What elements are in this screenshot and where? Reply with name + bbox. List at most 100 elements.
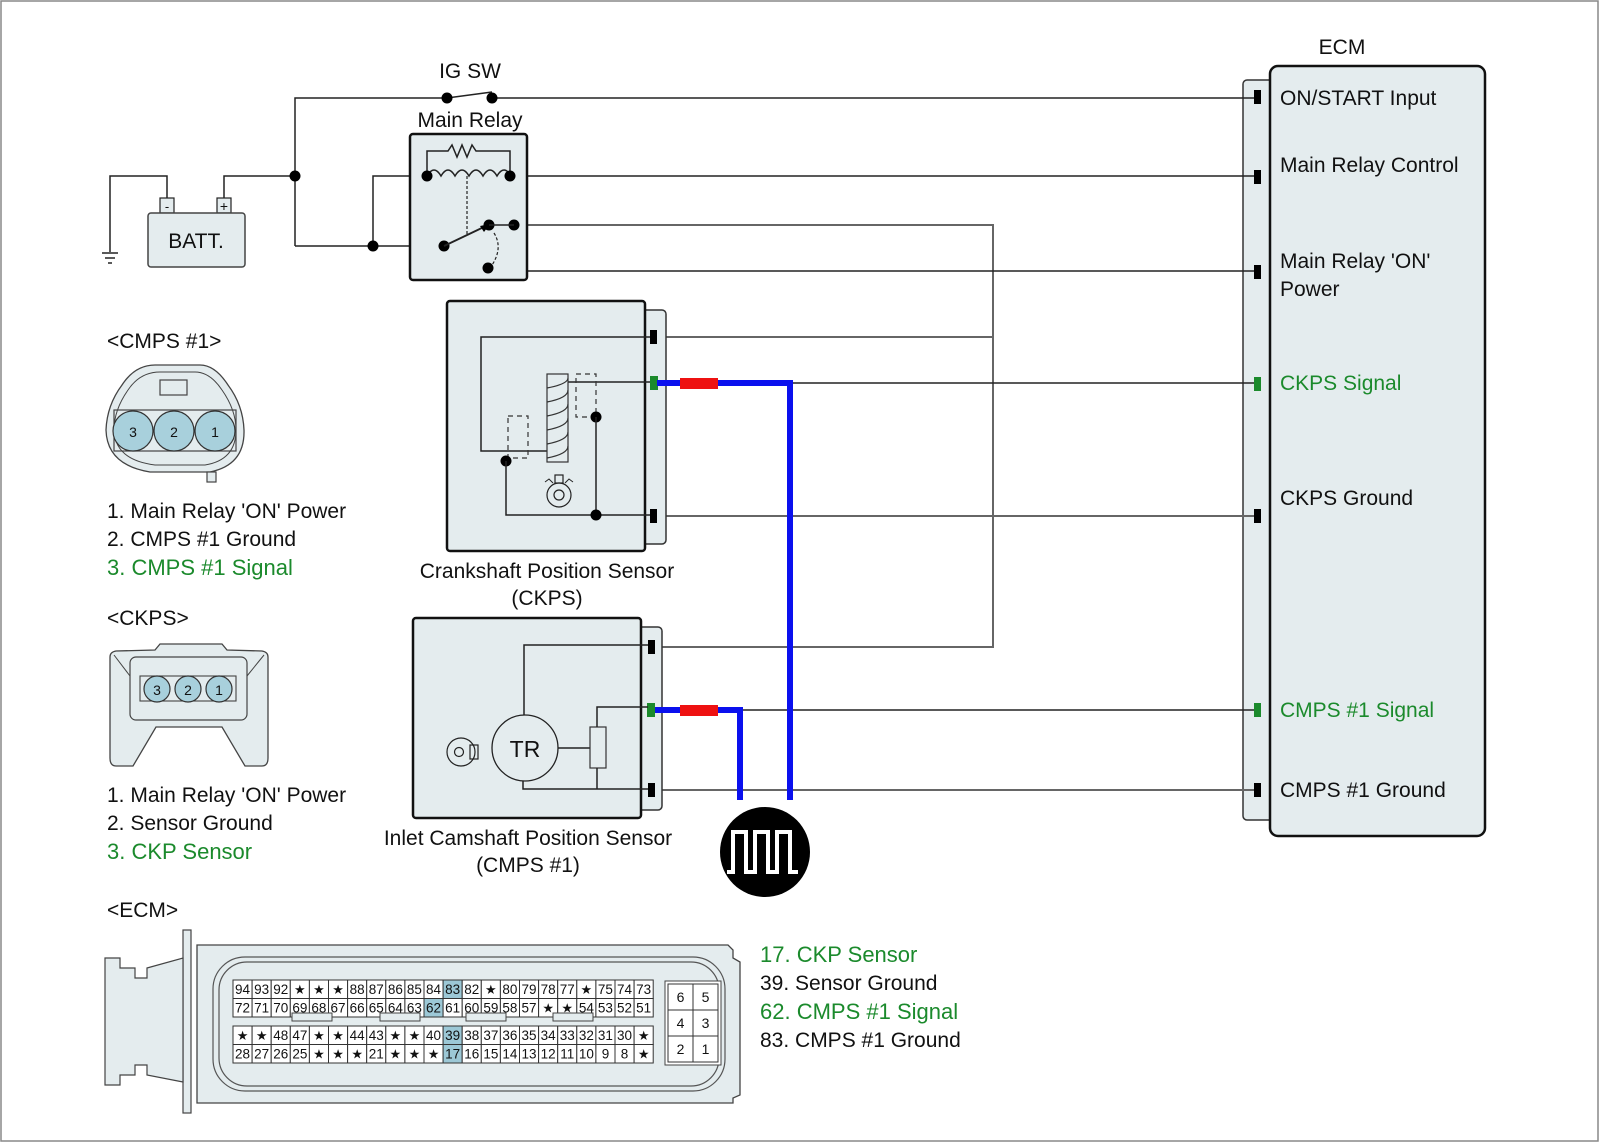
ecm-pin-main-relay-control: Main Relay Control xyxy=(1280,154,1459,177)
battery-negative-terminal: - xyxy=(165,199,169,214)
ecm-aux-pin-number: 1 xyxy=(702,1041,710,1057)
ecm-pin-ckps-signal: CKPS Signal xyxy=(1280,372,1401,395)
ecm-pin-on-start-input: ON/START Input xyxy=(1280,87,1437,110)
cmps1-internal-wire xyxy=(522,781,648,790)
ecm-pin-number: 85 xyxy=(407,982,422,997)
ckps-pin-ground xyxy=(650,509,657,523)
ecm-pin-number: 15 xyxy=(483,1047,498,1062)
cmps1-name-line1: Inlet Camshaft Position Sensor xyxy=(384,827,672,850)
ecm-pin-number: 86 xyxy=(388,982,403,997)
ecm-pin-number: 54 xyxy=(579,1001,595,1016)
ckps-legend-1: 1. Main Relay 'ON' Power xyxy=(107,784,346,807)
ecm-pin-number: 70 xyxy=(273,1001,288,1016)
ecm-pin-marker-signal xyxy=(1254,377,1261,391)
ckps-name-line2: (CKPS) xyxy=(511,587,582,610)
ig-switch-label: IG SW xyxy=(439,60,501,83)
oscilloscope-icon xyxy=(720,807,810,897)
ecm-pin-number: 71 xyxy=(254,1001,269,1016)
ecm-pin-number: 61 xyxy=(445,1001,460,1016)
probe-clip-cmps1 xyxy=(680,705,718,716)
relay-coil-icon xyxy=(426,169,512,178)
ckps-internal-wire xyxy=(505,461,650,516)
ecm-aux-pin-number: 3 xyxy=(702,1015,710,1031)
ecm-pin-number: 14 xyxy=(502,1047,518,1062)
ecm-pin-unused: ★ xyxy=(638,1047,650,1062)
ecm-pin-number: 78 xyxy=(541,982,556,997)
ecm-pin-number: 82 xyxy=(464,982,479,997)
ecm-aux-pin-cell xyxy=(692,983,719,1011)
ecm-pin-number: 52 xyxy=(617,1001,632,1016)
ckps-pin-2: 2 xyxy=(184,682,192,698)
ecm-pin-marker xyxy=(1254,90,1261,104)
cmps1-body xyxy=(411,616,643,820)
cmps1-sensor: TR Inlet Camshaft Position Sensor (CMPS … xyxy=(384,616,672,877)
cmps1-pin-power xyxy=(648,640,655,654)
ckps-magnet-icon xyxy=(575,373,597,418)
relay-resistor-icon xyxy=(426,143,511,176)
ecm-pin-unused: ★ xyxy=(332,1028,344,1043)
ecm-pin-number: 12 xyxy=(541,1047,556,1062)
ecm-pin-number: 9 xyxy=(602,1047,610,1062)
battery-label: BATT. xyxy=(168,230,224,253)
ecm-pin-unused: ★ xyxy=(313,1028,325,1043)
ckps-pin-3: 3 xyxy=(153,682,161,698)
ecm-pin-number: 88 xyxy=(350,982,365,997)
ecm-pin-number: 33 xyxy=(560,1028,575,1043)
ecm-pin-number: 13 xyxy=(522,1047,537,1062)
ecm-pin-number: 8 xyxy=(621,1047,629,1062)
ecm-pin-number: 26 xyxy=(273,1047,288,1062)
ecm-connector-title: <ECM> xyxy=(107,899,178,922)
ecm-legend-17: 17. CKP Sensor xyxy=(760,942,917,967)
cmps1-internal-wire xyxy=(596,706,648,727)
ecm-pin-cmps1-ground: CMPS #1 Ground xyxy=(1280,779,1446,802)
cmps1-legend-3: 3. CMPS #1 Signal xyxy=(107,555,293,580)
ig-switch-blade xyxy=(446,91,493,99)
ecm-pin-number: 60 xyxy=(464,1001,479,1016)
hall-ic-label: TR xyxy=(510,736,541,762)
ecm-pin-number: 92 xyxy=(273,982,288,997)
ecm-pin-number: 87 xyxy=(369,982,384,997)
ecm-pin-number: 65 xyxy=(369,1001,384,1016)
ckps-sensor: Crankshaft Position Sensor (CKPS) xyxy=(420,299,674,610)
ecm-title: ECM xyxy=(1319,36,1366,59)
ecm-pin-unused: ★ xyxy=(409,1028,421,1043)
ecm-pin-number: 79 xyxy=(522,982,537,997)
cmps1-pin-1: 1 xyxy=(211,424,219,440)
ckps-legend-2: 2. Sensor Ground xyxy=(107,812,273,835)
ig-sw-contact xyxy=(441,92,453,104)
ecm-aux-pin-number: 2 xyxy=(677,1041,685,1057)
ecm-pin-main-relay-on-power-l1: Main Relay 'ON' xyxy=(1280,250,1430,273)
ecm-pin-unused: ★ xyxy=(332,1047,344,1062)
ecm-pin-number: 36 xyxy=(502,1028,517,1043)
ecm-pin-unused: ★ xyxy=(237,1028,249,1043)
ecm-pin-number: 64 xyxy=(388,1001,404,1016)
ecm-pin-number: 51 xyxy=(636,1001,651,1016)
probe-wire-ckps xyxy=(657,380,793,800)
ecm-pin-number: 83 xyxy=(445,982,460,997)
ecm-pin-number: 34 xyxy=(541,1028,557,1043)
ecm-pin-marker xyxy=(1254,265,1261,279)
ecm-pin-number: 47 xyxy=(292,1028,307,1043)
ckps-junction-dot xyxy=(590,509,602,521)
ecm-pin-number: 32 xyxy=(579,1028,594,1043)
ckps-pin-1: 1 xyxy=(215,682,223,698)
cmps1-legend-1: 1. Main Relay 'ON' Power xyxy=(107,500,346,523)
ecm-pin-ckps-ground: CKPS Ground xyxy=(1280,487,1413,510)
ecm-pin-number: 27 xyxy=(254,1047,269,1062)
ig-sw-contact xyxy=(486,92,498,104)
ecm-pin-number: 48 xyxy=(273,1028,288,1043)
ecm-aux-pin-number: 5 xyxy=(702,989,710,1005)
ecm-pin-number: 31 xyxy=(598,1028,613,1043)
ecm-pin-unused: ★ xyxy=(390,1028,402,1043)
ckps-connector: <CKPS> 3 2 1 1. Main Relay 'ON' Power 2.… xyxy=(107,607,346,864)
relay-terminal-dot xyxy=(504,170,516,182)
camshaft-icon xyxy=(446,737,479,767)
ecm-module: ECM ON/START Input Main Relay Control Ma… xyxy=(1242,36,1487,838)
ecm-pin-number: 21 xyxy=(369,1047,384,1062)
ckps-magnet-icon xyxy=(507,415,529,459)
ecm-pin-unused: ★ xyxy=(542,1001,554,1016)
